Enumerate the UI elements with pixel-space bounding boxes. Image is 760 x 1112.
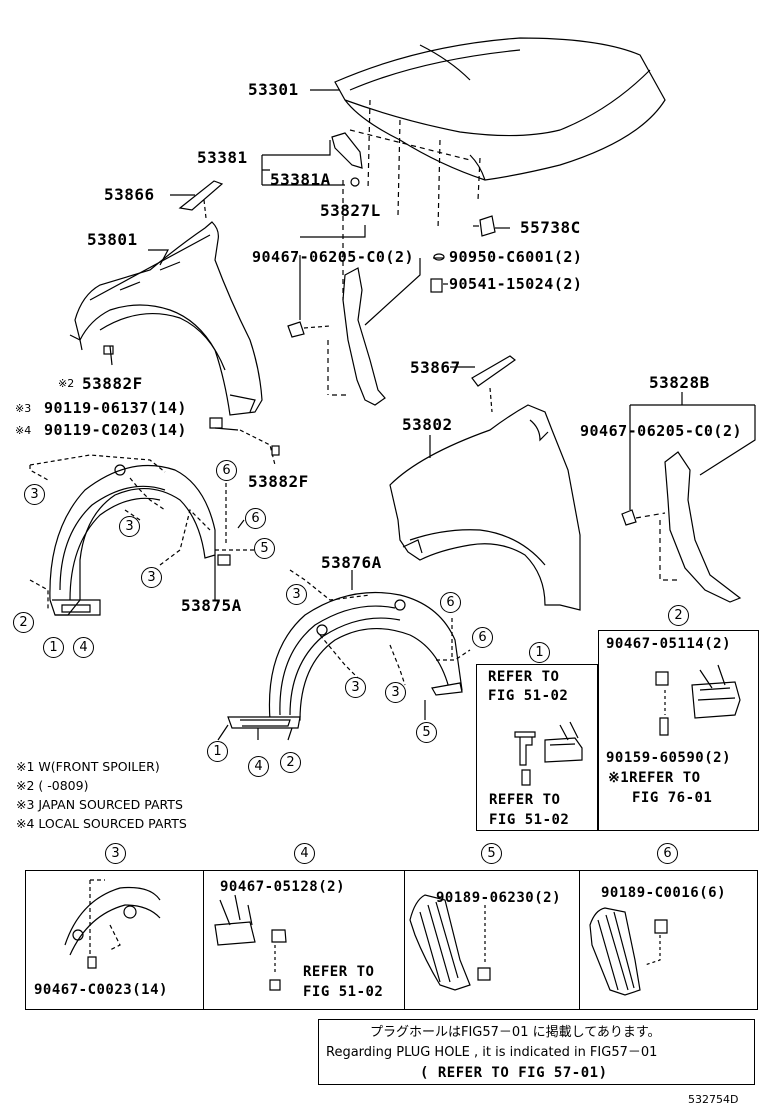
legend-note-3: ※3 JAPAN SOURCED PARTS: [16, 797, 183, 812]
box2-refer-line1: ※1REFER TO: [608, 770, 701, 786]
label-53866: 53866: [104, 185, 155, 204]
label-53882f-bottom: 53882F: [248, 472, 309, 491]
label-53301: 53301: [248, 80, 299, 99]
box2-refer-line2: FIG 76-01: [632, 790, 713, 806]
box4-refer-line2: FIG 51-02: [303, 984, 384, 1000]
callout-4: 4: [248, 756, 269, 777]
plug-hole-note-refer: ( REFER TO FIG 57-01): [420, 1065, 608, 1081]
label-90950-c6001: 90950-C6001(2): [449, 248, 583, 266]
callout-1: 1: [529, 642, 550, 663]
box6-part: 90189-C0016(6): [601, 885, 727, 901]
callout-3: 3: [286, 584, 307, 605]
label-53882f-top: 53882F: [82, 374, 143, 393]
box1-drawing: [514, 721, 583, 786]
label-90467-06205-r: 90467-06205-C0(2): [580, 422, 743, 440]
box1-refer-a-line2: FIG 51-02: [488, 688, 569, 704]
mark-4: ※4: [15, 424, 32, 437]
box4-refer-line1: REFER TO: [303, 964, 375, 980]
label-53381a: 53381A: [270, 170, 331, 189]
plug-hole-note-en: Regarding PLUG HOLE , it is indicated in…: [326, 1045, 658, 1060]
legend-note-1: ※1 W(FRONT SPOILER): [16, 759, 160, 774]
callout-3: 3: [24, 484, 45, 505]
callout-3: 3: [385, 682, 406, 703]
callout-6: 6: [216, 460, 237, 481]
box2-part-a: 90467-05114(2): [606, 636, 732, 652]
callout-6: 6: [472, 627, 493, 648]
label-53802: 53802: [402, 415, 453, 434]
label-53827l: 53827L: [320, 201, 381, 220]
box5-drawing: [409, 894, 491, 991]
box1-refer-b-line2: FIG 51-02: [489, 812, 570, 828]
fender-r-drawing: [389, 404, 581, 611]
liner-l-drawing: [49, 464, 216, 616]
callout-6: 6: [245, 508, 266, 529]
label-55738c: 55738C: [520, 218, 581, 237]
label-90119-06137: 90119-06137(14): [44, 399, 187, 417]
box1-refer-b-line1: REFER TO: [489, 792, 561, 808]
label-90119-c0203: 90119-C0203(14): [44, 421, 187, 439]
label-53828b: 53828B: [649, 373, 710, 392]
callout-3: 3: [105, 843, 126, 864]
box3-drawing: [64, 879, 161, 969]
box1-refer-a-line1: REFER TO: [488, 669, 560, 685]
box6-drawing: [589, 907, 668, 996]
callout-1: 1: [43, 637, 64, 658]
hood-drawing: [334, 37, 666, 231]
callout-2: 2: [13, 612, 34, 633]
label-53875a: 53875A: [181, 596, 242, 615]
legend-note-4: ※4 LOCAL SOURCED PARTS: [16, 816, 187, 831]
label-90541-15024: 90541-15024(2): [449, 275, 583, 293]
hood-support-drawing: [331, 132, 363, 187]
liner-r-drawing: [227, 591, 463, 729]
callout-3: 3: [141, 567, 162, 588]
callout-1: 1: [207, 741, 228, 762]
box5-part: 90189-06230(2): [436, 890, 562, 906]
box2-part-b: 90159-60590(2): [606, 750, 732, 766]
callout-5: 5: [416, 722, 437, 743]
callout-3: 3: [119, 516, 140, 537]
detail-box-1: [476, 664, 598, 831]
callout-4: 4: [73, 637, 94, 658]
box4-part: 90467-05128(2): [220, 879, 346, 895]
box4-drawing: [214, 894, 287, 991]
callout-5: 5: [481, 843, 502, 864]
label-53381: 53381: [197, 148, 248, 167]
mark-2: ※2: [58, 377, 75, 390]
callout-3: 3: [345, 677, 366, 698]
callout-5: 5: [254, 538, 275, 559]
callout-6: 6: [657, 843, 678, 864]
label-53867: 53867: [410, 358, 461, 377]
label-53876a: 53876A: [321, 553, 382, 572]
plug-hole-note-jp: プラグホールはFIG57－01 に掲載してあります。: [370, 1025, 661, 1040]
detail-box-2: [598, 630, 759, 831]
mark-3: ※3: [15, 402, 32, 415]
box2-drawing: [655, 664, 741, 736]
callout-4: 4: [294, 843, 315, 864]
legend-note-2: ※2 ( -0809): [16, 778, 89, 793]
box3-part: 90467-C0023(14): [34, 982, 168, 998]
callout-6: 6: [440, 592, 461, 613]
diagram-code: 532754D: [688, 1093, 739, 1106]
label-53801: 53801: [87, 230, 138, 249]
callout-2: 2: [668, 605, 689, 626]
callout-2: 2: [280, 752, 301, 773]
seal-l-drawing: [178, 180, 224, 211]
bracket-l-drawing: [342, 267, 386, 406]
detail-box-6: [579, 870, 758, 1010]
plug-hole-note-box: [318, 1019, 755, 1085]
label-90467-06205-l: 90467-06205-C0(2): [252, 248, 415, 266]
fender-l-drawing: [69, 221, 263, 416]
